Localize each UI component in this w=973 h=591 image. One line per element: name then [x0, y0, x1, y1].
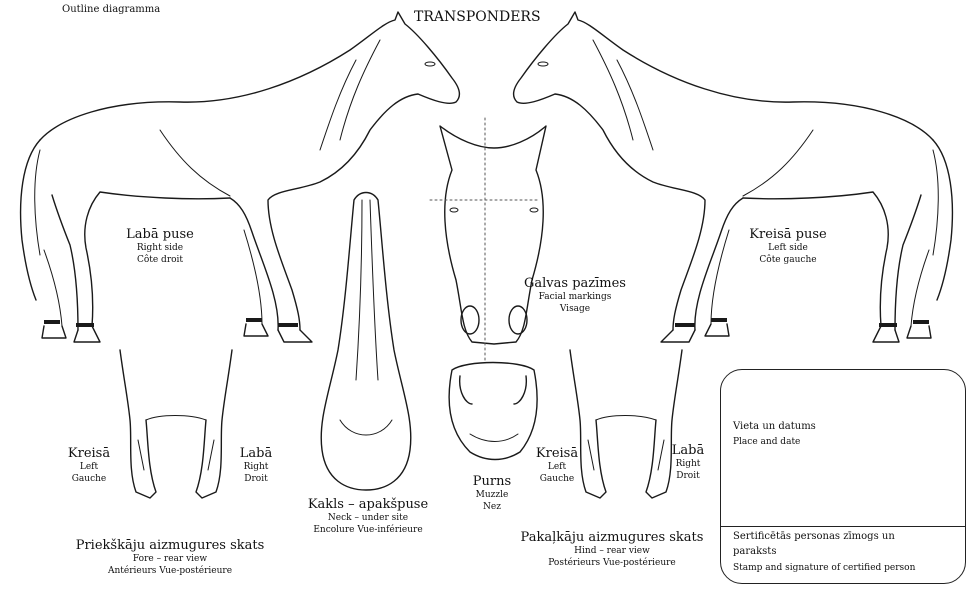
neck-fr: Encolure Vue-inférieure: [288, 525, 448, 536]
fore-left-lv: Kreisā: [64, 446, 114, 462]
hind-left-fr: Gauche: [532, 474, 582, 485]
neck-en: Neck – under site: [288, 513, 448, 524]
neck-lv: Kakls – apakšpuse: [288, 497, 448, 513]
neck-underside-drawing: [321, 193, 411, 491]
stamp-lv-line2: paraksts: [733, 545, 776, 559]
hind-caption: Pakaļkāju aizmugures skats Hind – rear v…: [500, 530, 724, 569]
head-en: Facial markings: [515, 292, 635, 303]
fore-caption-lv: Priekškāju aizmugures skats: [50, 538, 290, 554]
right-side-fr: Côte droit: [110, 255, 210, 266]
fore-right-en: Right: [234, 462, 278, 473]
page-title: TRANSPONDERS: [414, 9, 541, 27]
left-side-en: Left side: [738, 243, 838, 254]
outline-label: Outline diagramma: [62, 4, 160, 17]
place-date-lv: Vieta un datums: [733, 420, 816, 434]
muzzle-lv: Purns: [462, 474, 522, 490]
hind-caption-lv: Pakaļkāju aizmugures skats: [500, 530, 724, 546]
muzzle-drawing: [449, 363, 537, 460]
hind-caption-fr: Postérieurs Vue-postérieure: [500, 558, 724, 569]
fore-caption-fr: Antérieurs Vue-postérieure: [50, 566, 290, 577]
right-side-label: Labā puse Right side Côte droit: [110, 227, 210, 266]
certificate-divider: [721, 526, 965, 527]
hind-left-label: Kreisā Left Gauche: [532, 446, 582, 485]
hind-right-label: Labā Right Droit: [666, 443, 710, 482]
right-side-lv: Labā puse: [110, 227, 210, 243]
stamp-lv-line1: Sertificētās personas zīmogs un: [733, 530, 895, 544]
left-side-label: Kreisā puse Left side Côte gauche: [738, 227, 838, 266]
place-date-en: Place and date: [733, 436, 800, 448]
head-fr: Visage: [515, 304, 635, 315]
fore-right-label: Labā Right Droit: [234, 446, 278, 485]
neck-label: Kakls – apakšpuse Neck – under site Enco…: [288, 497, 448, 536]
fore-right-lv: Labā: [234, 446, 278, 462]
fore-caption-en: Fore – rear view: [50, 554, 290, 565]
muzzle-en: Muzzle: [462, 490, 522, 501]
hind-right-en: Right: [666, 459, 710, 470]
hind-left-en: Left: [532, 462, 582, 473]
hind-left-lv: Kreisā: [532, 446, 582, 462]
fore-left-fr: Gauche: [64, 474, 114, 485]
head-lv: Galvas pazīmes: [515, 276, 635, 292]
stamp-en: Stamp and signature of certified person: [733, 562, 915, 574]
head-label: Galvas pazīmes Facial markings Visage: [515, 276, 635, 315]
right-side-en: Right side: [110, 243, 210, 254]
fore-left-label: Kreisā Left Gauche: [64, 446, 114, 485]
hind-caption-en: Hind – rear view: [500, 546, 724, 557]
left-side-lv: Kreisā puse: [738, 227, 838, 243]
certification-box: Vieta un datums Place and date Sertificē…: [720, 369, 966, 584]
hind-right-fr: Droit: [666, 471, 710, 482]
fore-legs-rear-drawing: [120, 350, 232, 498]
fore-right-fr: Droit: [234, 474, 278, 485]
hind-right-lv: Labā: [666, 443, 710, 459]
left-side-fr: Côte gauche: [738, 255, 838, 266]
horse-right-side-drawing: [21, 12, 460, 342]
muzzle-fr: Nez: [462, 502, 522, 513]
muzzle-label: Purns Muzzle Nez: [462, 474, 522, 513]
head-front-drawing: [430, 118, 546, 360]
fore-caption: Priekškāju aizmugures skats Fore – rear …: [50, 538, 290, 577]
fore-left-en: Left: [64, 462, 114, 473]
